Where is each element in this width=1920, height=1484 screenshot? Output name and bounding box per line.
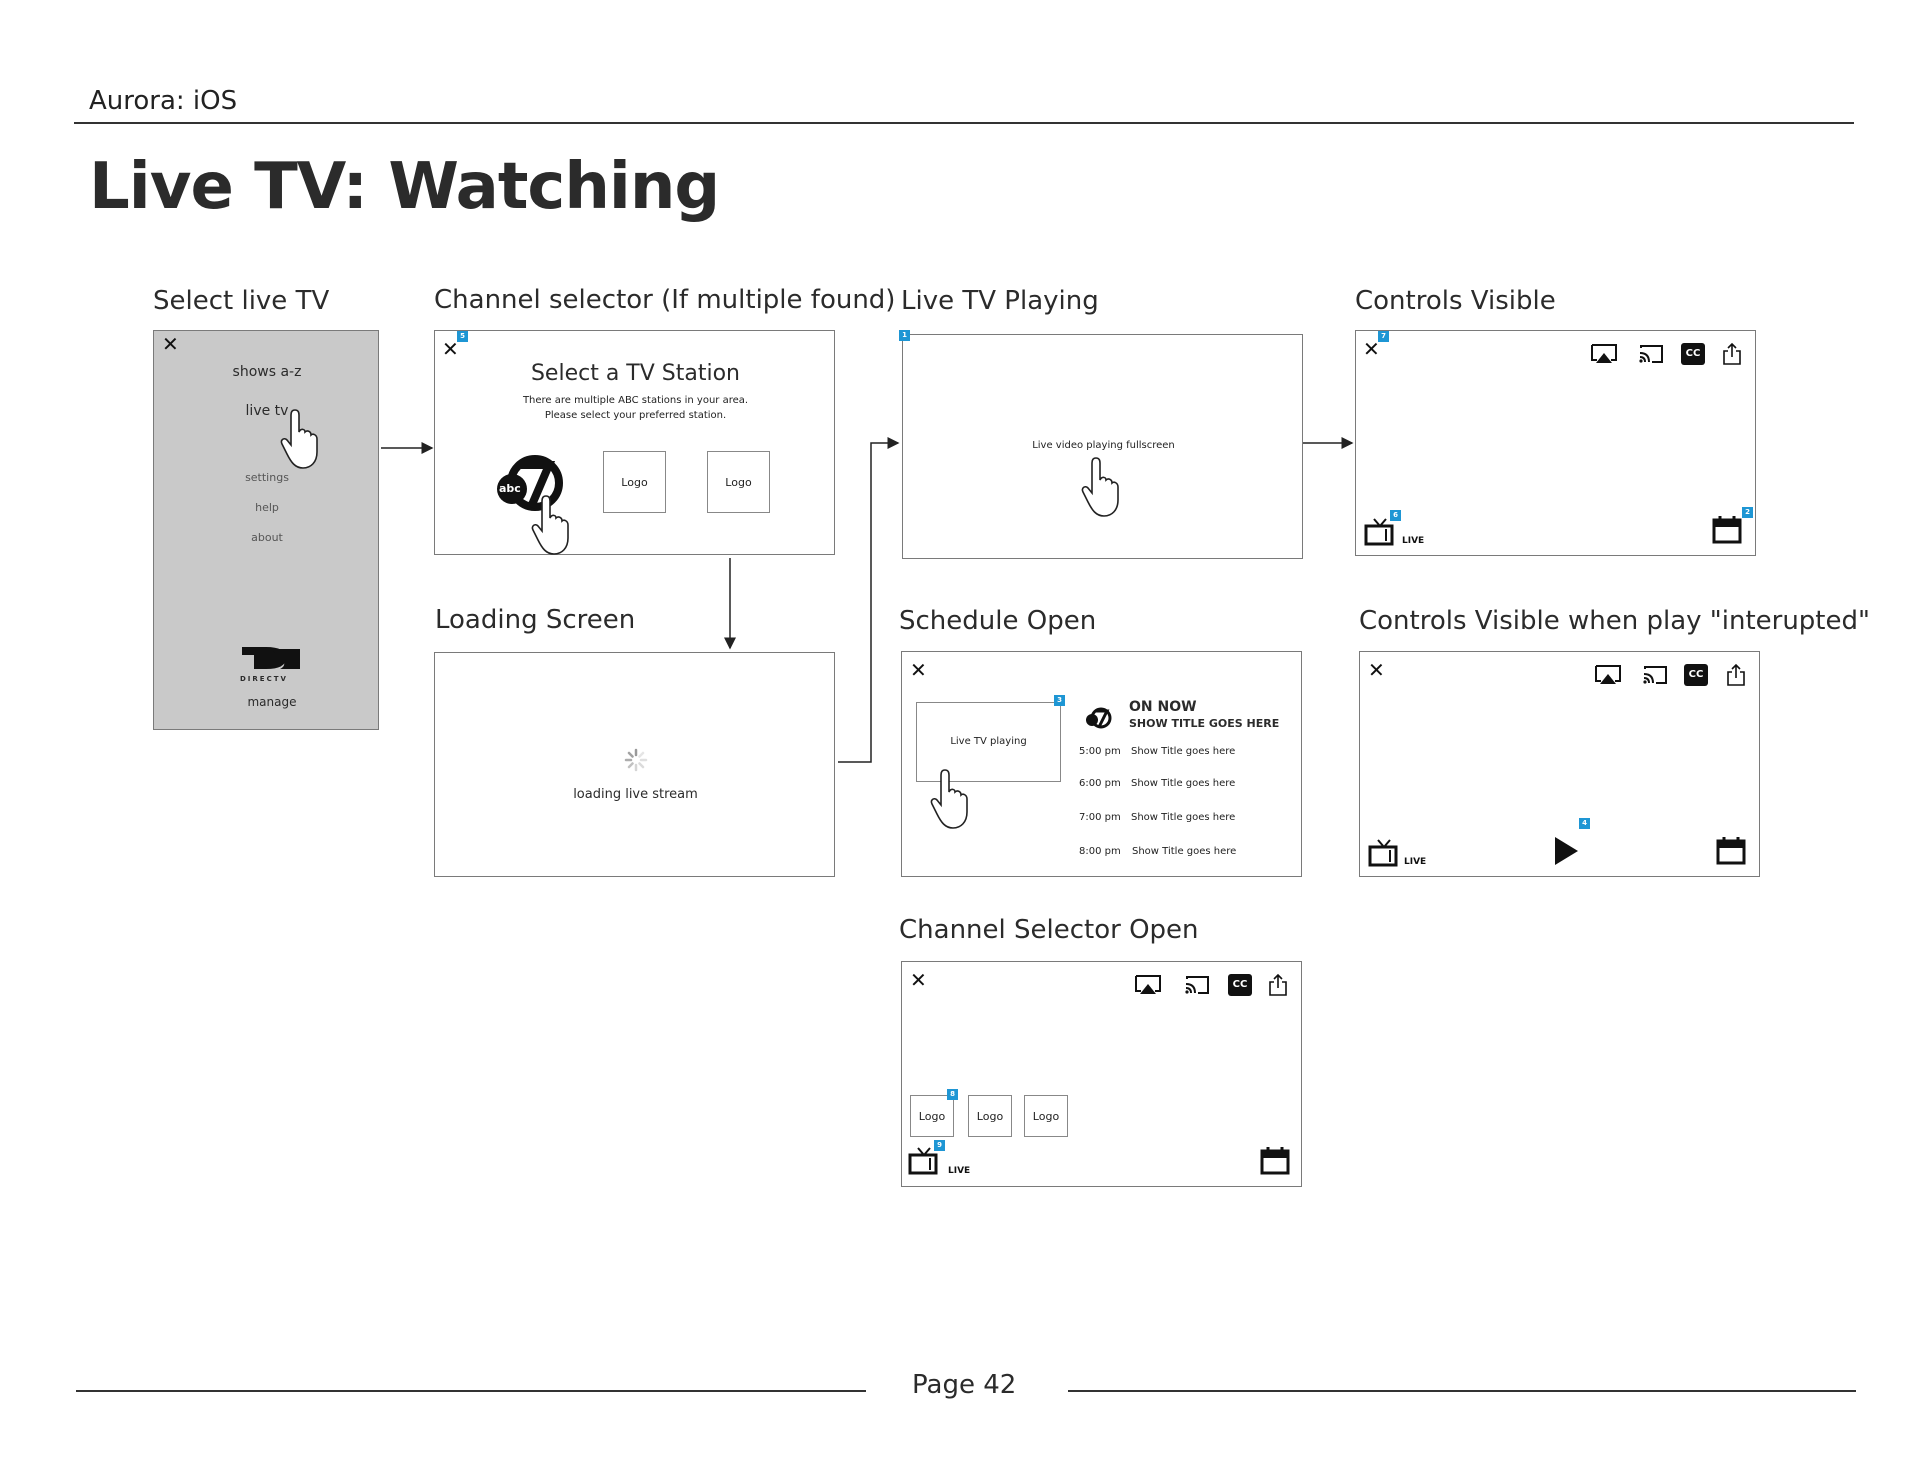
directv-wordmark: DIRECTV: [240, 675, 288, 683]
step-badge: 3: [1054, 695, 1065, 706]
step-badge: 1: [899, 330, 910, 341]
airplay-icon[interactable]: [1590, 343, 1618, 365]
station-info-line-2: Please select your preferred station.: [544, 410, 727, 421]
station-logo-option[interactable]: Logo: [707, 451, 770, 513]
page-number: Page 42: [912, 1370, 1017, 1400]
select-station-heading: Select a TV Station: [530, 361, 741, 386]
hand-pointer-icon: [930, 769, 968, 829]
caption-controls-interrupted: Controls Visible when play "interupted": [1359, 606, 1870, 636]
tv-icon[interactable]: [1368, 838, 1400, 868]
live-label: LIVE: [948, 1166, 971, 1176]
station-logo-option[interactable]: Logo: [603, 451, 666, 513]
live-label: LIVE: [1404, 857, 1427, 867]
hand-pointer-icon: [531, 495, 569, 555]
header-divider: [74, 122, 1854, 124]
menu-item-shows-az[interactable]: shows a-z: [232, 364, 302, 380]
screen-loading: loading live stream: [434, 652, 835, 877]
caption-channel-selector-open: Channel Selector Open: [899, 915, 1199, 945]
channel-logo-option[interactable]: Logo: [910, 1095, 954, 1137]
cast-icon[interactable]: [1638, 344, 1664, 364]
caption-controls-visible: Controls Visible: [1355, 286, 1556, 316]
caption-channel-selector: Channel selector (If multiple found): [434, 285, 896, 315]
schedule-show[interactable]: Show Title goes here: [1131, 812, 1236, 823]
spinner-icon: [624, 748, 648, 772]
close-icon[interactable]: ✕: [1363, 337, 1380, 361]
current-show-title: SHOW TITLE GOES HERE: [1129, 717, 1280, 730]
hand-pointer-icon: [280, 409, 318, 469]
airplay-icon[interactable]: [1594, 664, 1622, 686]
calendar-icon[interactable]: [1260, 1146, 1290, 1176]
close-icon[interactable]: ✕: [442, 337, 459, 361]
abc7-logo: [1086, 707, 1112, 729]
step-badge: 9: [934, 1140, 945, 1151]
share-icon[interactable]: [1268, 973, 1288, 997]
screen-channel-selector-open: ✕ CC Logo 8 Logo Logo 9 LIVE: [901, 961, 1302, 1187]
airplay-icon[interactable]: [1134, 974, 1162, 996]
live-label: LIVE: [1402, 536, 1425, 546]
caption-select-live-tv: Select live TV: [153, 286, 330, 316]
screen-channel-selector: ✕ 5 Select a TV Station There are multip…: [434, 330, 835, 555]
close-icon[interactable]: ✕: [910, 968, 927, 992]
flow-arrow: [838, 437, 900, 763]
schedule-time: 6:00 pm: [1079, 778, 1121, 789]
menu-item-manage[interactable]: manage: [247, 695, 297, 709]
station-info-line-1: There are multiple ABC stations in your …: [522, 395, 749, 406]
document-title: Aurora: iOS: [89, 86, 238, 116]
screen-controls-visible: ✕ 7 CC 6 LIVE 2: [1355, 330, 1756, 556]
page-title: Live TV: Watching: [89, 150, 720, 224]
step-badge: 4: [1579, 818, 1590, 829]
menu-item-live-tv[interactable]: live tv: [245, 403, 289, 419]
step-badge: 2: [1742, 507, 1753, 518]
footer-divider-right: [1068, 1390, 1856, 1392]
cast-icon[interactable]: [1184, 975, 1210, 995]
share-icon[interactable]: [1722, 342, 1742, 366]
channel-logo-option[interactable]: Logo: [968, 1095, 1012, 1137]
schedule-show[interactable]: Show Title goes here: [1131, 746, 1236, 757]
cast-icon[interactable]: [1642, 665, 1668, 685]
close-icon[interactable]: ✕: [162, 332, 179, 356]
hand-pointer-icon: [1081, 457, 1119, 517]
caption-live-tv-playing: Live TV Playing: [901, 286, 1099, 316]
channel-logo-option[interactable]: Logo: [1024, 1095, 1068, 1137]
on-now-label: ON NOW: [1129, 699, 1197, 715]
loading-text: loading live stream: [573, 787, 698, 802]
schedule-time: 7:00 pm: [1079, 812, 1121, 823]
schedule-time: 5:00 pm: [1079, 746, 1121, 757]
step-badge: 7: [1378, 331, 1389, 342]
schedule-show[interactable]: Show Title goes here: [1131, 778, 1236, 789]
schedule-time: 8:00 pm: [1079, 846, 1121, 857]
tv-icon[interactable]: [1364, 517, 1396, 547]
step-badge: 5: [457, 331, 468, 342]
caption-schedule-open: Schedule Open: [899, 606, 1097, 636]
screen-select-live-tv: ✕ shows a-z live tv settings help about …: [153, 330, 379, 730]
caption-loading-screen: Loading Screen: [435, 605, 636, 635]
calendar-icon[interactable]: [1716, 836, 1746, 866]
fullscreen-video-label: Live video playing fullscreen: [1032, 440, 1175, 451]
directv-logo: [242, 647, 300, 669]
cc-icon[interactable]: CC: [1684, 664, 1708, 686]
menu-item-about[interactable]: about: [251, 531, 283, 544]
screen-live-tv-playing[interactable]: 1 Live video playing fullscreen: [899, 330, 1303, 559]
screen-schedule-open: ✕ Live TV playing 3 ON NOW SHOW TITLE GO…: [901, 651, 1302, 877]
cc-icon[interactable]: CC: [1681, 343, 1705, 365]
cc-icon[interactable]: CC: [1228, 974, 1252, 996]
play-icon[interactable]: [1552, 835, 1580, 867]
close-icon[interactable]: ✕: [910, 658, 927, 682]
screen-controls-interrupted: ✕ CC LIVE 4: [1359, 651, 1760, 877]
abc-logo-text: abc: [499, 482, 521, 495]
mini-player[interactable]: Live TV playing: [916, 702, 1061, 782]
step-badge: 8: [947, 1089, 958, 1100]
menu-item-help[interactable]: help: [255, 501, 279, 514]
abc7-logo[interactable]: [495, 451, 571, 515]
footer-divider-left: [76, 1390, 866, 1392]
step-badge: 6: [1390, 510, 1401, 521]
close-icon[interactable]: ✕: [1368, 658, 1385, 682]
mini-player-label: Live TV playing: [950, 736, 1027, 747]
menu-item-settings[interactable]: settings: [245, 471, 289, 484]
share-icon[interactable]: [1726, 663, 1746, 687]
calendar-icon[interactable]: [1712, 515, 1742, 545]
tv-icon[interactable]: [908, 1146, 940, 1176]
schedule-show[interactable]: Show Title goes here: [1132, 846, 1237, 857]
